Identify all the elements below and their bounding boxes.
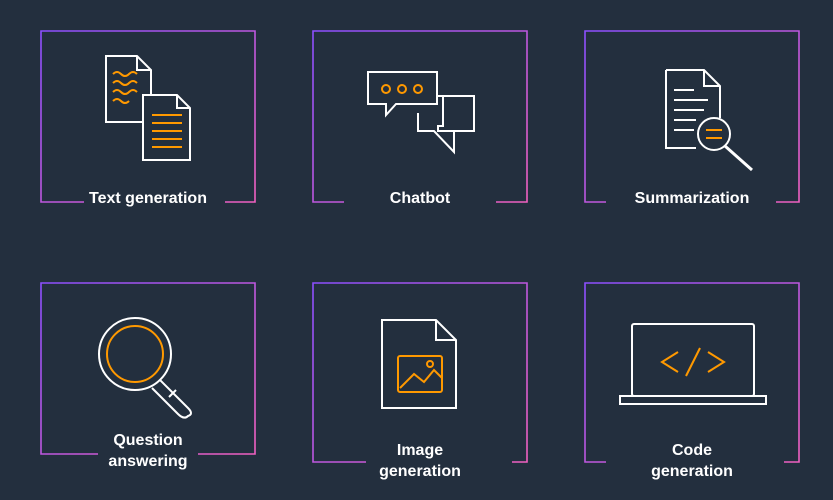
card-label: Image generation (312, 440, 528, 482)
card-label-line2: generation (651, 463, 733, 480)
card-label-line1: Question (113, 432, 183, 449)
card-label-line2: generation (379, 463, 461, 480)
card-frame (40, 30, 256, 203)
documents-icon (105, 55, 191, 161)
card-frame (40, 282, 256, 455)
card-question-answering: Question answering (40, 282, 256, 470)
card-image-generation: Image generation (312, 282, 528, 480)
card-frame (312, 30, 528, 203)
card-label: Code generation (584, 440, 800, 482)
laptop-code-icon (619, 323, 767, 405)
document-search-icon (665, 69, 753, 172)
card-label: Summarization (634, 190, 750, 207)
card-label-line2: answering (108, 453, 188, 470)
card-label-line1: Image (396, 442, 444, 459)
card-label-line1: Code (672, 442, 712, 459)
card-label: Question answering (40, 430, 256, 472)
card-summarization: Summarization (584, 30, 800, 207)
card-text-generation: Text generation (40, 30, 256, 207)
card-chatbot: Chatbot (312, 30, 528, 207)
card-label: Text generation (89, 190, 207, 207)
card-code-generation: Code generation (584, 282, 800, 480)
magnifier-icon (98, 317, 192, 419)
card-frame (584, 282, 800, 463)
card-label: Chatbot (389, 190, 451, 207)
image-document-icon (381, 319, 457, 409)
card-frame (584, 30, 800, 203)
card-frame (312, 282, 528, 463)
chat-bubbles-icon (367, 71, 475, 155)
